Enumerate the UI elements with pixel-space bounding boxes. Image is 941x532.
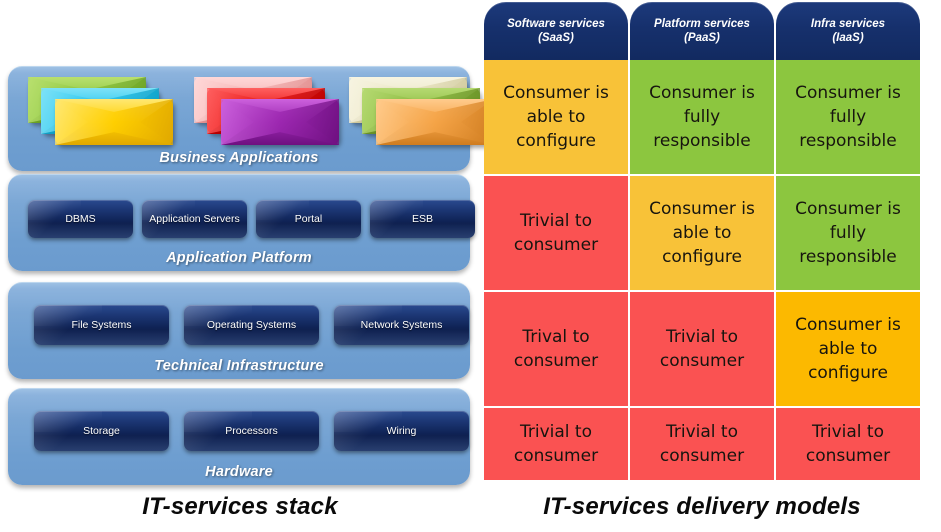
table-cell-text: Trivial to consumer [513,422,599,466]
table-header-line1: Software services [507,18,605,30]
stack-layer-label: Business Applications [159,150,319,166]
stack-component-label: Operating Systems [206,319,297,331]
stack-component-label: DBMS [65,213,96,225]
table-cell[interactable]: Trivial to consumer [630,408,776,480]
stack-component-label: File Systems [71,319,132,331]
table-header-line1: Platform services [654,18,750,30]
table-header-iaas[interactable]: Infra services (IaaS) [776,2,920,60]
stack-component-storage[interactable]: Storage [34,411,169,451]
table-cell-text: Trivial to consumer [659,422,745,466]
table-cell-text: Consumer is fully responsible [649,83,755,151]
stack-layer-technical-infrastructure[interactable]: File Systems Operating Systems Network S… [8,282,470,379]
app-card [376,99,494,145]
table-header-line2: (SaaS) [538,32,574,44]
table-cell-text: Consumer is able to configure [795,315,901,383]
table-cell[interactable]: Trivial to consumer [484,176,630,292]
table-cell[interactable]: Consumer is able to configure [484,60,630,176]
table-header-label: Software services (SaaS) [484,17,628,45]
table-header-saas[interactable]: Software services (SaaS) [484,2,628,60]
stack-component-label: Processors [225,425,278,437]
stack-layer-label: Technical Infrastructure [154,358,324,374]
table-cell[interactable]: Consumer is able to configure [776,292,920,408]
table-cell[interactable]: Trivial to consumer [484,408,630,480]
stack-component-wiring[interactable]: Wiring [334,411,469,451]
table-cell[interactable]: Trivial to consumer [630,292,776,408]
table-cell[interactable]: Consumer is able to configure [630,176,776,292]
stack-component-esb[interactable]: ESB [370,200,475,238]
stack-component-label: Wiring [386,425,417,437]
stack-caption: IT-services stack [142,493,338,520]
table-header-paas[interactable]: Platform services (PaaS) [630,2,774,60]
table-cell[interactable]: Consumer is fully responsible [776,176,920,292]
table-cell-text: Trivial to consumer [659,327,745,371]
app-card [55,99,173,145]
table-cell-text: Consumer is fully responsible [795,83,901,151]
table-cell-text: Trivial to consumer [513,211,599,255]
table-cell[interactable]: Consumer is fully responsible [630,60,776,176]
app-card [221,99,339,145]
table-cell[interactable]: Trivial to consumer [776,408,920,480]
stack-component-operating-systems[interactable]: Operating Systems [184,305,319,345]
stack-component-portal[interactable]: Portal [256,200,361,238]
table-header-line2: (PaaS) [684,32,720,44]
table-header-label: Platform services (PaaS) [630,17,774,45]
stack-component-processors[interactable]: Processors [184,411,319,451]
stack-component-dbms[interactable]: DBMS [28,200,133,238]
stack-component-application-servers[interactable]: Application Servers [142,200,247,238]
stack-layer-hardware[interactable]: Storage Processors Wiring Hardware [8,388,470,485]
it-services-delivery-models-table: Software services (SaaS) Platform servic… [482,0,941,532]
delivery-caption: IT-services delivery models [543,493,861,520]
stack-layer-label: Hardware [205,464,273,480]
stack-component-label: Application Servers [149,213,240,225]
stack-component-label: Network Systems [360,319,443,331]
table-cell[interactable]: Consumer is fully responsible [776,60,920,176]
stack-component-file-systems[interactable]: File Systems [34,305,169,345]
table-cell-text: Trival to consumer [513,327,599,371]
stack-component-label: ESB [411,213,433,225]
table-cell-text: Consumer is fully responsible [795,199,901,267]
it-services-stack-diagram: Business Applications DBMS Application S… [8,66,494,520]
table-header-label: Infra services (IaaS) [776,17,920,45]
table-cell-text: Consumer is able to configure [649,199,755,267]
stack-component-label: Portal [294,213,323,225]
table-cell[interactable]: Trival to consumer [484,292,630,408]
table-header-line2: (IaaS) [832,32,864,44]
stack-layer-application-platform[interactable]: DBMS Application Servers Portal ESB Appl… [8,174,475,271]
table-cell-text: Trivial to consumer [805,422,891,466]
table-header-line1: Infra services [810,18,886,30]
stack-layer-label: Application Platform [166,250,312,266]
table-cell-text: Consumer is able to configure [503,83,609,151]
stack-component-network-systems[interactable]: Network Systems [334,305,469,345]
stack-layer-business-applications[interactable]: Business Applications [8,66,494,171]
stack-component-label: Storage [83,425,120,437]
